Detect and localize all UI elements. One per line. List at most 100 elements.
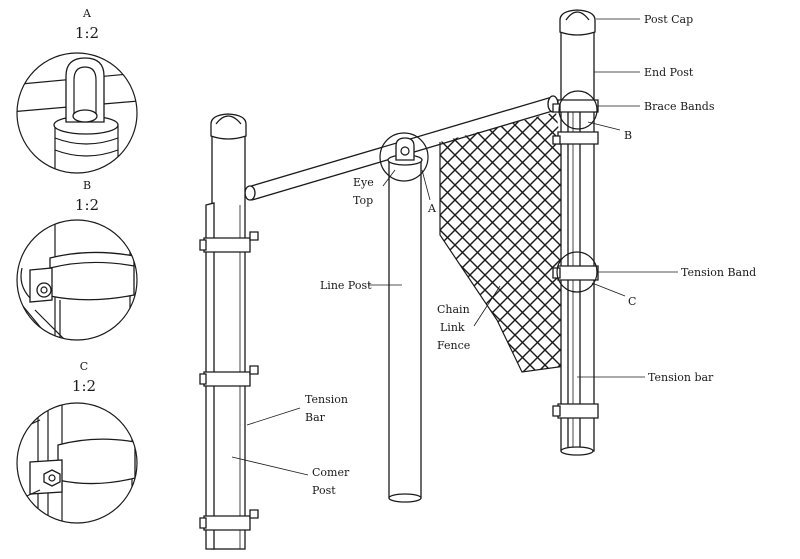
mesh-wire — [440, 112, 546, 372]
mesh-wire — [0, 80, 35, 400]
mesh-wire — [509, 112, 573, 372]
mesh-wire — [680, 80, 800, 400]
mesh-wire — [449, 112, 573, 372]
corner-post — [199, 113, 259, 550]
mesh-wire — [440, 112, 471, 372]
mesh-wire — [440, 112, 573, 372]
mesh-wire — [5, 80, 325, 400]
detail-b-letter: B — [83, 179, 91, 192]
mesh-wire — [440, 112, 573, 372]
mesh-wire — [600, 80, 800, 400]
mesh-wire — [605, 80, 800, 400]
mesh-wire — [690, 80, 800, 400]
mesh-wire — [725, 80, 800, 400]
mesh-wire — [440, 112, 566, 372]
mesh-wire — [494, 112, 573, 372]
corner-post-bands — [199, 231, 259, 531]
mesh-wire — [440, 112, 573, 372]
mesh-wire — [645, 80, 800, 400]
mesh-wire — [440, 112, 573, 372]
detail-c-circle — [16, 402, 138, 524]
mesh-wire — [464, 112, 573, 372]
label-line-post: Line Post — [320, 279, 372, 292]
mesh-wire — [559, 112, 573, 372]
detail-a-scale: 1:2 — [75, 24, 99, 42]
detail-b: B 1:2 — [16, 179, 138, 341]
mesh-wire — [620, 80, 800, 400]
mesh-wire — [440, 112, 573, 372]
mesh-wire — [675, 80, 800, 400]
mesh-wire — [630, 80, 800, 400]
mesh-wire — [0, 80, 50, 400]
mesh-wire — [440, 112, 531, 372]
mesh-wire — [569, 112, 573, 372]
label-detail-b: B — [624, 129, 632, 142]
mesh-wire — [440, 112, 573, 372]
mesh-wire — [660, 80, 800, 400]
line-post — [379, 132, 429, 503]
label-chain-link-2: Link — [440, 321, 465, 334]
mesh-wire — [720, 80, 800, 400]
label-brace-bands: Brace Bands — [644, 100, 715, 113]
mesh-wire — [650, 80, 800, 400]
mesh-wire — [440, 112, 573, 372]
detail-c-scale: 1:2 — [72, 377, 96, 395]
mesh-wire — [785, 80, 800, 400]
detail-a: A 1:2 — [16, 7, 138, 174]
mesh-wire — [440, 112, 573, 372]
mesh-wire — [440, 112, 573, 372]
mesh-wire — [440, 112, 573, 372]
mesh-wire — [0, 80, 320, 400]
mesh-wire — [635, 80, 800, 400]
mesh-wire — [440, 112, 573, 372]
mesh-wire — [0, 80, 305, 400]
label-chain-link-3: Fence — [437, 339, 470, 352]
mesh-edge — [439, 142, 574, 373]
mesh-wire — [740, 80, 800, 400]
mesh-wire — [110, 80, 430, 400]
mesh-wire — [765, 80, 800, 400]
labels: Post Cap End Post Brace Bands B Eye Top … — [305, 13, 756, 497]
mesh-wire — [499, 112, 573, 372]
mesh-wire — [440, 112, 573, 372]
mesh-wire — [469, 112, 573, 372]
detail-c: C 1:2 — [16, 360, 138, 524]
detail-b-scale: 1:2 — [75, 196, 99, 214]
label-detail-a: A — [427, 202, 437, 215]
mesh-wire — [710, 80, 800, 400]
mesh-wire — [665, 80, 800, 400]
mesh-wire — [440, 112, 561, 372]
mesh-wire — [755, 80, 800, 400]
mesh-wire — [615, 80, 800, 400]
mesh-wire — [590, 80, 800, 400]
mesh-wire — [479, 112, 573, 372]
leader-lines — [231, 18, 678, 476]
mesh-wire — [735, 80, 800, 400]
label-corner-post-1: Comer — [312, 466, 350, 479]
mesh-wire — [0, 80, 5, 400]
mesh-wire — [695, 80, 800, 400]
mesh-wire — [440, 112, 573, 372]
label-eye-top-1: Eye — [353, 176, 374, 189]
detail-a-circle — [16, 52, 138, 174]
end-post — [552, 9, 599, 456]
label-end-post: End Post — [644, 66, 694, 79]
detail-a-letter: A — [82, 7, 92, 20]
mesh-wire — [705, 80, 800, 400]
mesh-wire — [484, 112, 573, 372]
label-eye-top-2: Top — [353, 194, 373, 207]
mesh-wire — [454, 112, 573, 372]
mesh-wire — [795, 80, 800, 400]
mesh-wire — [440, 112, 573, 372]
mesh-wire — [585, 80, 800, 400]
mesh-wire — [440, 112, 573, 372]
mesh-wire — [0, 80, 310, 400]
mesh-wire — [770, 80, 800, 400]
mesh-wire — [105, 80, 425, 400]
mesh-wire — [440, 112, 573, 372]
mesh-wire — [440, 112, 573, 372]
label-tension-bar-right: Tension bar — [648, 371, 714, 384]
label-corner-post-2: Post — [312, 484, 336, 497]
mesh-wire — [440, 112, 573, 372]
